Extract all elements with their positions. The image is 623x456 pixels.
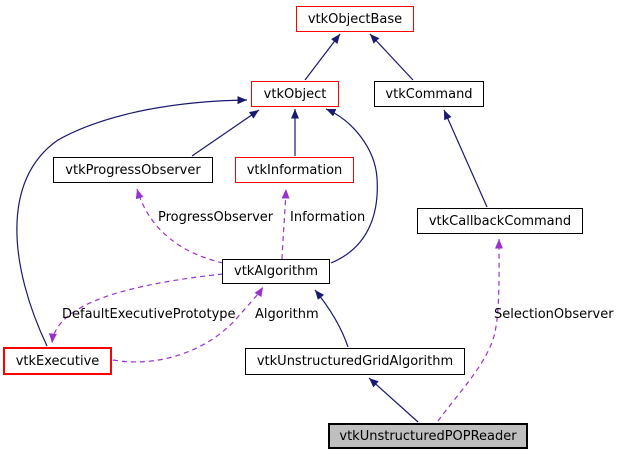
node-vtkexecutive[interactable]: vtkExecutive	[3, 347, 112, 375]
node-vtkalgorithm[interactable]: vtkAlgorithm	[222, 259, 330, 284]
edge-label-information: Information	[290, 210, 366, 225]
edge-usage-defaultexecutiveprototype	[48, 273, 224, 344]
node-vtkunstructuredgridalgorithm[interactable]: vtkUnstructuredGridAlgorithm	[245, 348, 465, 375]
node-vtkcommand[interactable]: vtkCommand	[374, 81, 484, 107]
edge-vtkalgorithm-to-vtkobject	[325, 108, 378, 264]
edge-vtkcallbackcommand-to-vtkcommand	[443, 109, 488, 208]
edge-label-progressobserver: ProgressObserver	[158, 210, 274, 225]
node-vtkcallbackcommand[interactable]: vtkCallbackCommand	[417, 208, 583, 234]
edge-label-algorithm: Algorithm	[255, 307, 319, 322]
edge-label-selectionobserver: SelectionObserver	[494, 307, 614, 322]
edge-usage-algorithm	[112, 286, 264, 363]
edge-usage-selectionobserver	[437, 238, 504, 422]
node-vtkunstructuredpopreader: vtkUnstructuredPOPReader	[328, 423, 528, 449]
node-vtkinformation[interactable]: vtkInformation	[235, 157, 354, 183]
edge-vtkexecutive-to-vtkobject	[16, 96, 248, 347]
node-vtkobjectbase[interactable]: vtkObjectBase	[296, 6, 414, 32]
edge-usage-information	[281, 188, 290, 260]
node-vtkprogressobserver[interactable]: vtkProgressObserver	[53, 157, 213, 183]
edge-vtkobject-to-vtkobjectbase	[304, 33, 341, 81]
edge-vtkprogressobserver-to-vtkobject	[191, 109, 260, 157]
edge-vtkcommand-to-vtkobjectbase	[369, 33, 414, 81]
edge-usage-progressobserver	[135, 188, 224, 264]
edge-label-defaultexecutiveprototype: DefaultExecutivePrototype	[62, 307, 236, 322]
node-vtkobject[interactable]: vtkObject	[251, 81, 339, 107]
edge-vtkunstructuredgridalgorithm-to-vtkalgorithm	[314, 289, 349, 348]
edge-vtkunstructuredpopreader-to-vtkunstructuredgridalgorithm	[368, 377, 419, 423]
